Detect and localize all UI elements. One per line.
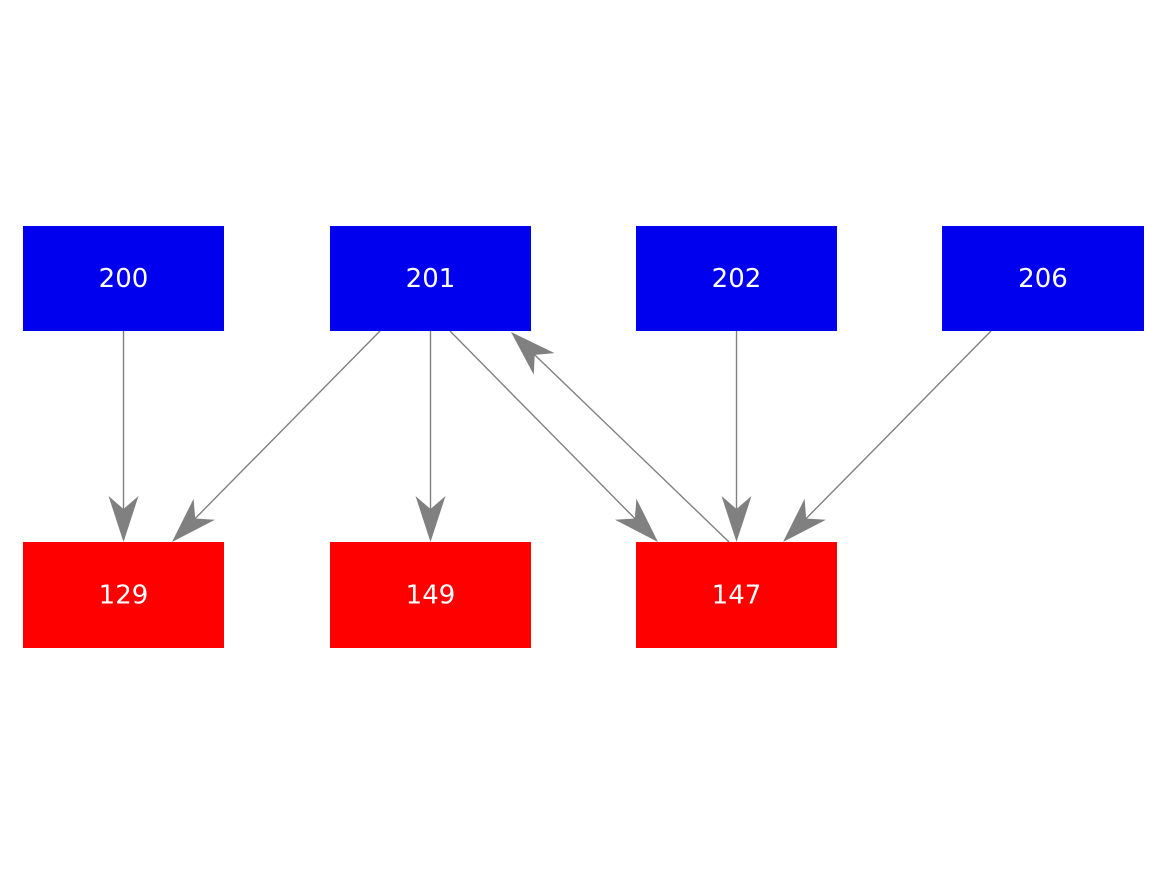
edges-layer — [108, 330, 992, 543]
node-147[interactable]: 147 — [636, 542, 837, 648]
node-box[interactable] — [636, 226, 837, 331]
edge-n206-to-n147 — [783, 330, 992, 542]
arrowhead-icon — [415, 496, 446, 542]
arrowhead-icon — [108, 496, 139, 542]
edge-n201-to-n149 — [415, 331, 446, 542]
node-202[interactable]: 202 — [636, 226, 837, 331]
edge-line — [191, 330, 381, 522]
edge-n201-to-n147 — [449, 330, 658, 542]
node-box[interactable] — [23, 226, 224, 331]
edge-n201-to-n129 — [172, 330, 381, 542]
node-box[interactable] — [942, 226, 1144, 331]
nodes-layer: 200 201 202 206 129 149 147 — [23, 226, 1144, 648]
node-201[interactable]: 201 — [330, 226, 531, 331]
edge-line — [531, 351, 730, 543]
edge-n200-to-n129 — [108, 331, 139, 542]
edge-n147-to-n201 — [511, 332, 730, 543]
node-box[interactable] — [330, 226, 531, 331]
arrowhead-icon — [511, 332, 555, 375]
arrowhead-icon — [721, 496, 752, 542]
node-129[interactable]: 129 — [23, 542, 224, 648]
edge-line — [802, 330, 992, 522]
node-box[interactable] — [23, 542, 224, 648]
node-box[interactable] — [636, 542, 837, 648]
node-206[interactable]: 206 — [942, 226, 1144, 331]
edge-line — [449, 330, 639, 522]
edge-n202-to-n147 — [721, 331, 752, 542]
node-149[interactable]: 149 — [330, 542, 531, 648]
node-200[interactable]: 200 — [23, 226, 224, 331]
node-box[interactable] — [330, 542, 531, 648]
arrowhead-icon — [615, 498, 658, 542]
arrowhead-icon — [172, 498, 215, 542]
arrowhead-icon — [783, 498, 826, 542]
